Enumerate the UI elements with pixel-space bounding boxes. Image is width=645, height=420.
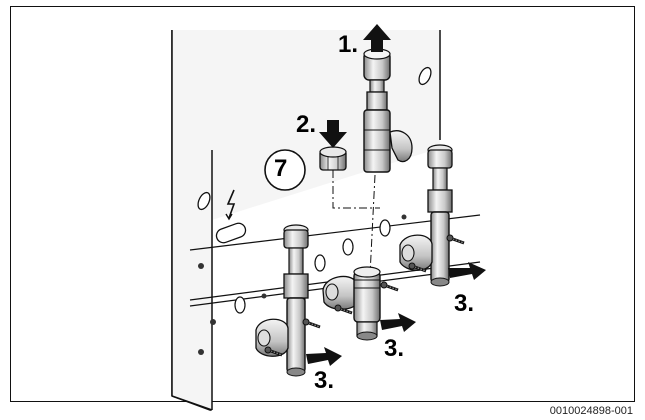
part-7-callout xyxy=(264,149,306,191)
lightning-icon xyxy=(225,189,236,221)
step2-arrow-down xyxy=(319,120,347,148)
step3-arrow-middle xyxy=(380,313,416,332)
step3-arrow-right xyxy=(448,262,486,280)
step3-arrow-left xyxy=(306,347,342,366)
middle-fitting xyxy=(322,266,400,341)
step2-label: 2. xyxy=(296,111,317,138)
right-service-valve xyxy=(399,144,466,287)
top-service-valve xyxy=(363,48,413,173)
left-service-valve xyxy=(255,224,322,377)
guide-lines xyxy=(332,170,380,276)
step1-arrow-up xyxy=(363,24,391,52)
illustration-frame xyxy=(10,6,635,402)
reference-code: 0010024898-001 xyxy=(549,405,633,417)
step3-label-left: 3. xyxy=(314,367,335,394)
part-number-label: 7 xyxy=(274,155,288,182)
step1-label: 1. xyxy=(338,31,359,58)
step3-label-middle: 3. xyxy=(384,335,405,362)
step3-label-right: 3. xyxy=(454,290,475,317)
cap-part-7 xyxy=(319,146,347,171)
